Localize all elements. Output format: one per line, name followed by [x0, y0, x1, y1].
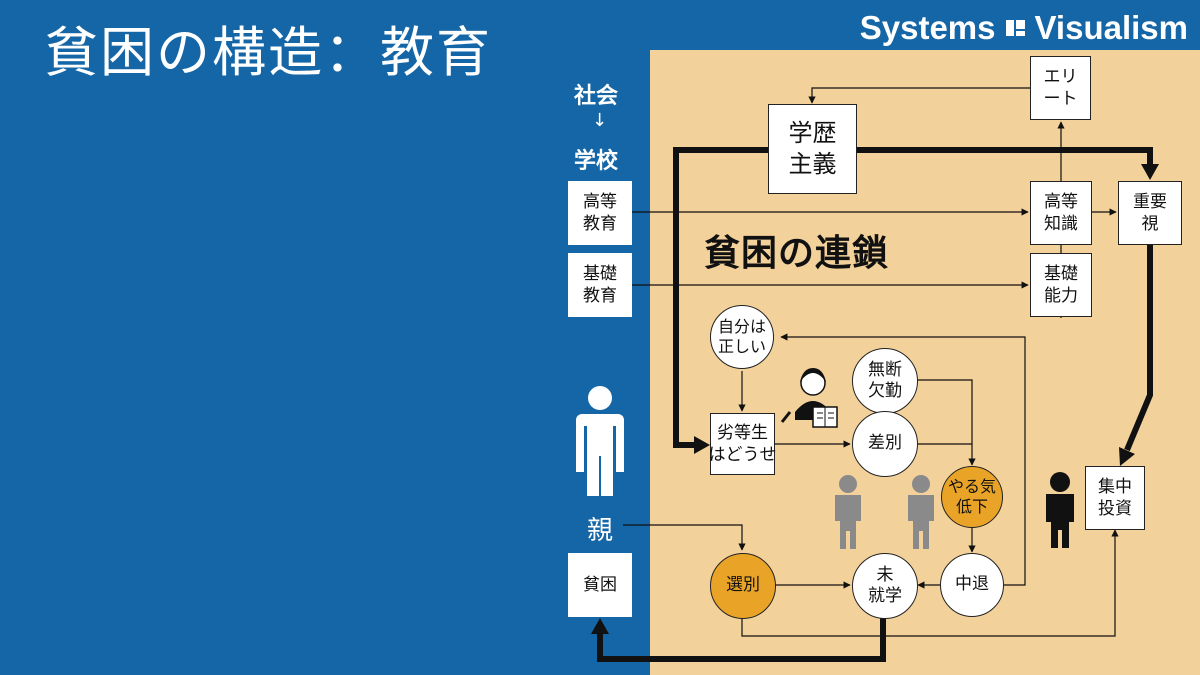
unschooled-circle: 未 就学: [852, 553, 918, 619]
teacher-icon: [780, 368, 838, 428]
higher-knowledge-box: 高等 知識: [1030, 181, 1092, 245]
brand-left-text: Systems: [859, 9, 996, 46]
basic-education-box: 基礎 教育: [568, 253, 632, 317]
basic-ability-box: 基礎 能力: [1030, 253, 1092, 317]
brand-logo-icon: [1005, 20, 1025, 36]
elite-person-icon: [1046, 472, 1074, 548]
page-title: 貧困の構造：教育: [44, 21, 492, 84]
dropout-circle: 中退: [940, 553, 1004, 617]
down-arrow-icon: ↓: [592, 110, 608, 131]
selection-circle: 選別: [710, 553, 776, 619]
absence-circle: 無断 欠勤: [852, 348, 918, 414]
poverty-box: 貧困: [568, 553, 632, 617]
parent-person-icon: [576, 386, 624, 496]
society-label: 社会: [574, 84, 619, 109]
self-right-circle: 自分は 正しい: [710, 305, 774, 369]
student-person-icon: [835, 475, 934, 549]
brand-logo: Systems Visualism: [860, 8, 1188, 48]
elite-box: エリ ート: [1030, 56, 1091, 120]
poverty-chain-label: 貧困の連鎖: [704, 233, 890, 274]
low-motivation-circle: やる気 低下: [941, 466, 1003, 528]
concentrated-investment-box: 集中 投資: [1085, 466, 1145, 530]
academism-box: 学歴 主義: [768, 104, 857, 194]
higher-education-box: 高等 教育: [568, 181, 632, 245]
discrimination-circle: 差別: [852, 411, 918, 477]
parent-label: 親: [587, 516, 614, 546]
brand-right-text: Visualism: [1034, 9, 1188, 46]
poor-student-box: 劣等生 はどうせ: [709, 413, 777, 475]
school-label: 学校: [574, 149, 619, 174]
emphasis-box: 重要 視: [1118, 181, 1182, 245]
